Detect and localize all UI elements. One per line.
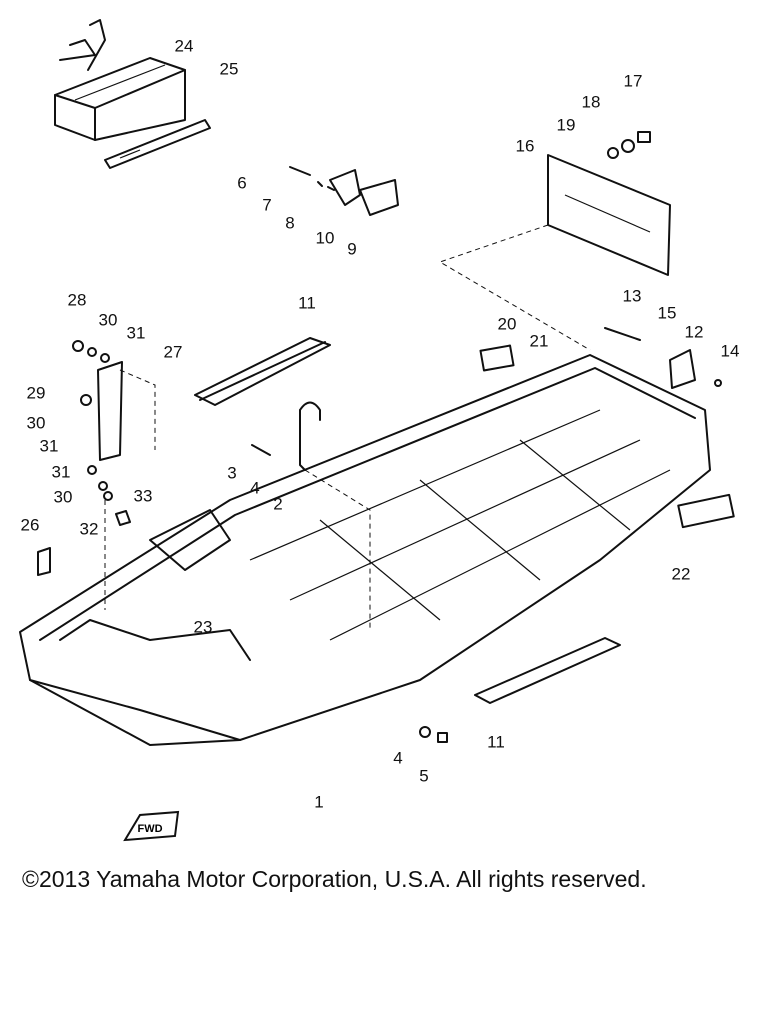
plate-hardware <box>607 131 651 159</box>
callout-28: 28 <box>67 290 87 310</box>
rear-plate <box>438 154 671 351</box>
callout-3: 3 <box>227 463 237 483</box>
battery-box <box>54 19 186 141</box>
callout-9: 9 <box>347 239 357 259</box>
callout-4-upper: 4 <box>250 478 260 498</box>
callout-16: 16 <box>515 136 535 156</box>
fwd-text: FWD <box>137 823 162 835</box>
callout-26: 26 <box>20 515 40 535</box>
decal-20 <box>479 344 515 372</box>
callout-6: 6 <box>237 173 247 193</box>
copyright-notice: ©2013 Yamaha Motor Corporation, U.S.A. A… <box>22 866 647 892</box>
cable-bracket <box>251 401 371 630</box>
fwd-marker <box>123 810 180 842</box>
callout-30-mid: 30 <box>26 413 46 433</box>
decal-22 <box>677 493 735 529</box>
parts-diagram: FWD 1 2 3 4 4 5 6 7 8 9 10 11 11 12 13 1… <box>19 19 740 842</box>
seat-bracket <box>72 340 156 610</box>
callout-27: 27 <box>163 342 183 362</box>
clip-26 <box>37 547 51 576</box>
callout-2: 2 <box>273 494 283 514</box>
nut-33 <box>115 510 131 526</box>
callout-15: 15 <box>657 303 677 323</box>
callout-33: 33 <box>133 486 153 506</box>
callout-21: 21 <box>529 331 549 351</box>
callout-14: 14 <box>720 341 740 361</box>
callout-8: 8 <box>285 213 295 233</box>
callout-12: 12 <box>684 322 704 342</box>
callout-4-lower: 4 <box>393 748 403 768</box>
bracket <box>289 166 399 216</box>
callout-32: 32 <box>79 519 99 539</box>
lower-hardware <box>419 726 448 743</box>
hull-exploded-view: FWD <box>19 19 735 842</box>
callout-19: 19 <box>556 115 576 135</box>
rail-lower <box>474 637 621 704</box>
callout-18: 18 <box>581 92 601 112</box>
callout-29: 29 <box>26 383 46 403</box>
callout-11-upper: 11 <box>298 293 316 313</box>
callout-5: 5 <box>419 766 429 786</box>
callout-31-top: 31 <box>126 323 146 343</box>
callout-31-bottom: 31 <box>51 462 71 482</box>
callout-7: 7 <box>262 195 272 215</box>
callout-13: 13 <box>622 286 642 306</box>
callout-11-lower: 11 <box>487 732 505 752</box>
callout-23: 23 <box>193 617 213 637</box>
rear-bracket <box>604 327 722 389</box>
callout-22: 22 <box>671 564 691 584</box>
callout-30-top: 30 <box>98 310 118 330</box>
callout-17: 17 <box>623 71 643 91</box>
battery-strap <box>104 119 211 169</box>
callout-20: 20 <box>497 314 517 334</box>
callout-1: 1 <box>314 792 324 812</box>
callout-24: 24 <box>174 36 194 56</box>
callout-30-bottom: 30 <box>53 487 73 507</box>
hull-body <box>19 354 711 746</box>
callout-10: 10 <box>315 228 335 248</box>
callout-25: 25 <box>219 59 239 79</box>
callout-31-mid: 31 <box>39 436 59 456</box>
rail-upper <box>194 337 331 406</box>
